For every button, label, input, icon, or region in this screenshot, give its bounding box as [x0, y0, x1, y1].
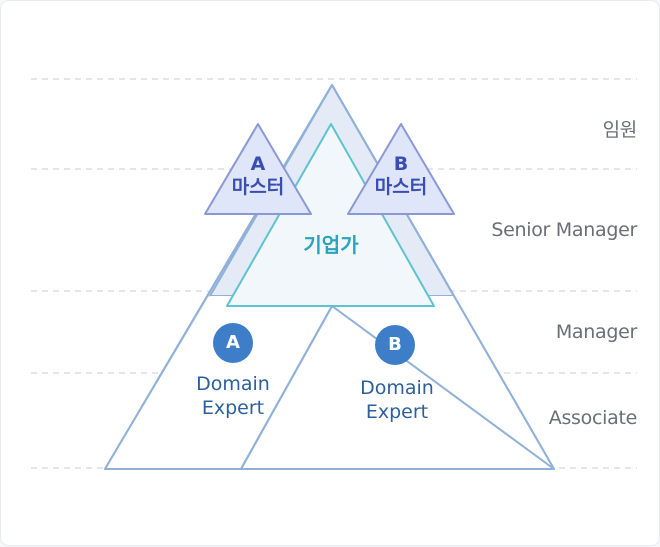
level-label-executive: 임원 — [602, 119, 638, 141]
domain-expert-a-label: Domain Expert — [183, 372, 283, 420]
level-label-associate: Associate — [548, 407, 638, 429]
master-b-label: B 마스터 — [365, 153, 437, 199]
domain-expert-b-line1: Domain — [360, 377, 434, 399]
master-a-label: A 마스터 — [222, 153, 294, 199]
master-a-letter: A — [250, 153, 266, 175]
domain-expert-b-badge: B — [375, 325, 415, 365]
level-label-senior-manager: Senior Manager — [491, 219, 637, 241]
divider-line — [240, 305, 333, 470]
master-a-text: 마스터 — [231, 176, 285, 198]
master-a-triangle — [204, 123, 312, 215]
domain-expert-a-line2: Expert — [201, 397, 265, 419]
master-b-text: 마스터 — [374, 176, 428, 198]
domain-expert-a-badge: A — [213, 323, 253, 363]
domain-expert-b-label: Domain Expert — [347, 376, 447, 424]
domain-expert-a-line1: Domain — [196, 373, 270, 395]
outer-pyramid-outline — [104, 84, 555, 470]
domain-expert-b-line2: Expert — [365, 401, 429, 423]
master-b-triangle — [347, 123, 455, 215]
master-b-letter: B — [393, 153, 409, 175]
entrepreneur-label: 기업가 — [303, 233, 359, 257]
level-label-manager: Manager — [555, 321, 637, 343]
